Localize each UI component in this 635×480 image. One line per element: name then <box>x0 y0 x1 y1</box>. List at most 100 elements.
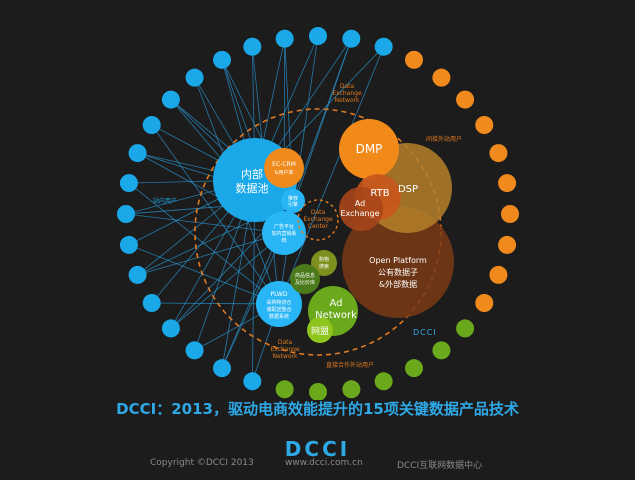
internal-pool-label-2: 数据池 <box>236 181 269 195</box>
ad-exchange-bubble <box>339 187 383 231</box>
svg-text:引擎: 引擎 <box>288 201 298 208</box>
svg-text:间接外站用户: 间接外站用户 <box>426 135 462 143</box>
dmp-label: DMP <box>356 142 383 156</box>
plwd-label-4: 数据系统 <box>269 313 289 320</box>
user-node <box>128 144 147 163</box>
price-compare-label-2: 及比价库 <box>295 279 315 286</box>
user-node <box>243 37 262 56</box>
dec-label-3: Center <box>308 223 329 230</box>
outer-user-ring <box>117 27 519 400</box>
user-node <box>213 359 231 378</box>
shopping-search-bubble <box>311 250 337 276</box>
user-node <box>213 50 231 69</box>
user-node <box>432 68 451 87</box>
svg-text:Data: Data <box>340 83 355 90</box>
connection-line <box>125 213 285 234</box>
user-node <box>128 265 147 284</box>
recommend-engine-label-2: 引擎 <box>288 201 298 208</box>
den-top-label-1: Data <box>340 83 355 90</box>
svg-text:站内用户: 站内用户 <box>153 197 177 205</box>
open-platform-label-1: Open Platform <box>369 256 427 265</box>
svg-text:网盟: 网盟 <box>311 326 329 337</box>
footer-website: www.dcci.com.cn <box>285 458 363 468</box>
svg-text:储配送整合: 储配送整合 <box>266 306 291 313</box>
dec-label-1: Data <box>311 209 326 216</box>
user-node <box>342 29 361 48</box>
data-ecosystem-diagram: 内部 数据池 EC-CRM &用户库 推荐 引擎 广告平台 加内营销系 统 PL… <box>117 27 519 400</box>
svg-text:Data: Data <box>311 209 326 216</box>
connection-line <box>137 232 285 276</box>
svg-text:Network: Network <box>272 353 298 360</box>
recommend-engine-bubble <box>281 189 305 213</box>
user-node <box>475 294 494 312</box>
svg-text:DCCI: DCCI <box>413 328 437 337</box>
dec-label-2: Exchange <box>303 216 333 223</box>
ec-crm-label-2: &用户库 <box>275 169 294 176</box>
user-node <box>456 90 475 109</box>
price-compare-bubble <box>290 264 320 294</box>
ad-platform-label-3: 统 <box>281 237 286 244</box>
footer-copyright: Copyright ©DCCI 2013 <box>150 458 254 468</box>
user-node <box>185 341 204 360</box>
user-node <box>498 174 517 193</box>
plwd-label-1: PLWD <box>271 291 288 298</box>
plwd-label-3: 储配送整合 <box>266 306 291 313</box>
svg-text:数据池: 数据池 <box>236 181 269 195</box>
dmp-bubble <box>339 119 399 179</box>
internal-users-label: 站内用户 <box>153 197 177 205</box>
user-node <box>119 235 138 254</box>
svg-text:Data: Data <box>278 339 293 346</box>
svg-text:推荐: 推荐 <box>288 195 298 202</box>
ad-platform-bubble <box>262 211 306 255</box>
shopping-search-label-2: 搜索 <box>319 263 329 270</box>
open-platform-label-3: &外部数据 <box>379 279 417 289</box>
user-node <box>117 205 135 223</box>
svg-text:DSP: DSP <box>398 184 418 195</box>
open-platform-label-2: 公有数据子 <box>378 267 418 277</box>
ad-platform-label-1: 广告平台 <box>274 223 294 230</box>
plwd-bubble <box>256 281 302 327</box>
svg-text:Exchange: Exchange <box>270 346 300 353</box>
alliance-label: 网盟 <box>311 326 329 337</box>
rtb-label: RTB <box>370 188 389 199</box>
dsp-label: DSP <box>398 184 418 195</box>
svg-text:Open Platform: Open Platform <box>369 256 427 265</box>
direct-partner-users-label: 直接合作外站用户 <box>326 361 374 369</box>
user-node <box>489 144 508 163</box>
svg-text:&用户库: &用户库 <box>275 169 294 176</box>
ad-network-label-2: Network <box>315 310 357 321</box>
svg-text:Exchange: Exchange <box>332 90 362 97</box>
user-node <box>142 116 161 134</box>
svg-text:搜索: 搜索 <box>319 263 329 270</box>
user-node <box>405 50 423 69</box>
svg-text:&外部数据: &外部数据 <box>379 279 417 289</box>
ad-platform-label-2: 加内营销系 <box>271 230 296 237</box>
user-node <box>456 319 475 338</box>
user-node <box>275 380 294 399</box>
price-compare-label-1: 商品信息 <box>295 272 315 279</box>
connection-line <box>170 232 285 329</box>
svg-text:采购物流仓: 采购物流仓 <box>266 299 291 306</box>
user-node <box>475 116 494 134</box>
svg-text:PLWD: PLWD <box>271 291 288 298</box>
svg-text:DMP: DMP <box>356 142 383 156</box>
user-node <box>342 380 361 399</box>
open-platform-bubble <box>342 206 454 318</box>
connection-line <box>278 46 385 305</box>
user-node <box>501 205 519 223</box>
user-node <box>161 319 180 338</box>
svg-text:内部: 内部 <box>241 167 263 181</box>
svg-text:Center: Center <box>308 223 329 230</box>
svg-text:Exchange: Exchange <box>303 216 333 223</box>
svg-text:Network: Network <box>315 310 357 321</box>
user-node <box>405 359 423 378</box>
user-node <box>432 341 451 360</box>
recommend-engine-label-1: 推荐 <box>288 195 298 202</box>
svg-text:Ad: Ad <box>329 298 342 309</box>
den-bottom-label-1: Data <box>278 339 293 346</box>
svg-text:数据系统: 数据系统 <box>269 313 289 320</box>
ec-crm-bubble <box>264 148 304 188</box>
alliance-bubble <box>307 317 333 343</box>
user-node <box>309 27 327 45</box>
user-node <box>243 372 262 391</box>
